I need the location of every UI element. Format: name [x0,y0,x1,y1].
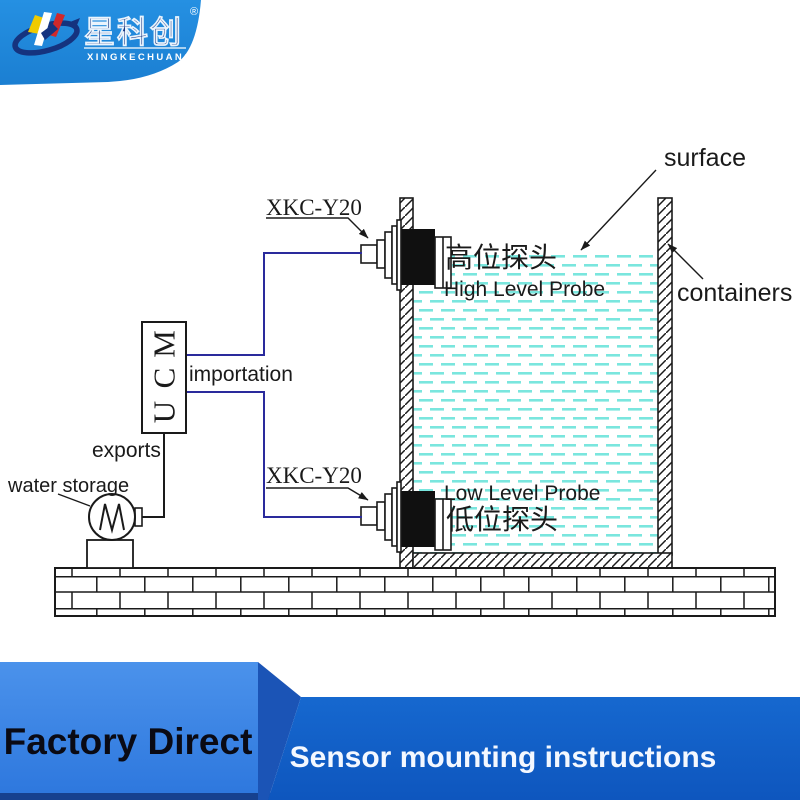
label-high-probe-cn: 高位探头 [445,242,557,273]
mcu-rect [141,321,187,434]
pump-zigzag [99,503,125,534]
logo-banner-shape [0,0,201,85]
mcu-box: M C U [141,321,187,434]
leader-surface [580,169,657,251]
footer-left-banner [0,662,258,793]
logo-navy-k-leg [41,24,58,40]
footer-fold [258,662,301,800]
high-level-sensor [360,219,452,291]
footer: Factory Direct Sensor mounting instructi… [0,662,800,800]
sensor-thread-body [399,229,435,285]
water-storage-pump [86,493,143,569]
label-surface: surface [664,144,746,172]
mcu-letter-u: U [147,401,182,423]
brand-logo: 星科创 ® XINGKECHUANG [0,0,201,85]
wire-mcu-to-pump [142,433,165,518]
pump-terminal [134,507,143,527]
label-xkc-y20-bottom: XKC-Y20 [266,463,362,488]
footer-right-banner [268,697,800,800]
label-water-storage: water storage [7,475,129,497]
leader-xkc-top [266,217,369,239]
wire-high-sensor-to-mcu [186,252,362,356]
sensor-thread-body [399,491,435,547]
label-exports: exports [92,439,161,462]
wire-low-sensor-to-mcu [186,391,362,518]
label-low-probe-cn: 低位探头 [446,504,558,535]
sensor-plate-a [384,231,393,279]
label-containers: containers [677,279,792,307]
sensor-step [376,239,386,269]
low-level-sensor [360,481,452,553]
label-xkc-y20-top: XKC-Y20 [266,195,362,220]
logo-swoosh-arrow-icon [70,18,80,30]
mcu-letter-c: C [147,368,182,389]
sensor-flange [396,219,402,291]
label-low-probe-en: Low Level Probe [444,482,600,505]
leader-containers [667,243,704,280]
sensor-cable-gland [360,244,378,264]
sensor-cable-gland [360,506,378,526]
sensor-flange [396,481,402,553]
leader-xkc-bottom [266,487,369,501]
sensor-step [376,501,386,531]
logo-registered-mark: ® [190,6,198,18]
footer-left-label: Factory Direct [4,721,253,762]
brick-wall [54,567,776,617]
label-importation: importation [189,363,293,386]
pump-base [86,539,134,569]
sensor-plate-a [384,493,393,541]
logo-chinese-text: 星科创 [84,15,183,50]
mcu-letter-m: M [147,330,182,358]
leader-water-storage [57,493,91,507]
water-tank [399,197,673,569]
footer-left-bottom-edge [0,793,272,800]
label-high-probe-en: High Level Probe [444,278,605,301]
footer-right-label: Sensor mounting instructions [290,741,717,774]
tank-bottom [412,552,673,569]
logo-latin-text: XINGKECHUANG [87,52,194,63]
tank-right-wall [657,197,673,556]
water-fill [413,252,658,553]
logo-white-k-shape [34,12,52,46]
